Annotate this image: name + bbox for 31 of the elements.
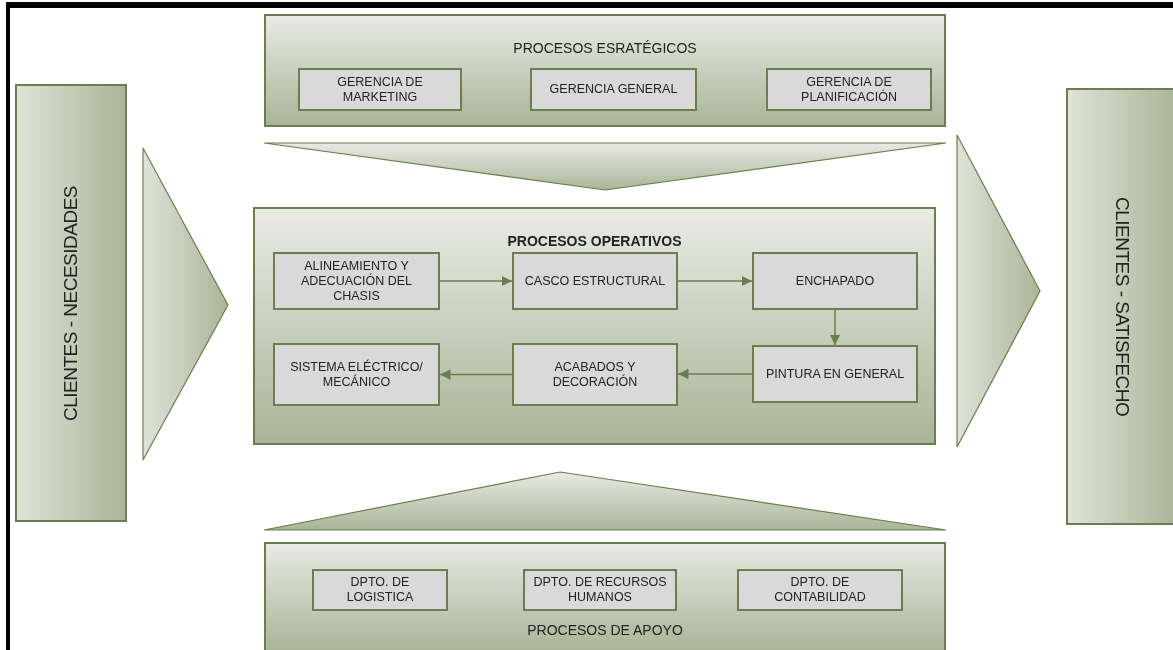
chevron-arrow [142, 147, 229, 461]
chevron-arrow [263, 142, 947, 191]
arrow [439, 369, 513, 380]
process-box: SISTEMA ELÉCTRICO/ MECÁNICO [273, 343, 440, 406]
arrow [829, 309, 841, 346]
process-group-panel [264, 14, 946, 127]
process-box: ENCHAPADO [752, 252, 918, 310]
process-box: GERENCIA DE MARKETING [298, 68, 462, 111]
group-title: PROCESOS ESRATÉGICOS [512, 40, 698, 56]
process-box: CASCO ESTRUCTURAL [512, 252, 678, 310]
process-box: GERENCIA DE PLANIFICACIÓN [766, 68, 932, 111]
process-box: ALINEAMIENTO Y ADECUACIÓN DEL CHASIS [273, 252, 440, 310]
client-panel [1066, 88, 1173, 525]
process-box: DPTO. DE LOGISTICA [312, 569, 448, 611]
process-box: GERENCIA GENERAL [530, 68, 697, 111]
arrow [677, 275, 753, 287]
chevron-arrow [263, 471, 947, 531]
chevron-arrow [956, 134, 1041, 448]
group-title: PROCESOS DE APOYO [526, 622, 684, 638]
client-panel [15, 84, 127, 522]
vertical-label: CLIENTES - SATISFECHO [1111, 196, 1133, 417]
process-box: DPTO. DE RECURSOS HUMANOS [523, 569, 677, 611]
process-box: ACABADOS Y DECORACIÓN [512, 343, 678, 406]
process-group-panel [264, 542, 946, 650]
vertical-label: CLIENTES - NECESIDADES [60, 185, 82, 421]
arrow [677, 368, 753, 380]
process-box: DPTO. DE CONTABILIDAD [737, 569, 903, 611]
arrow [439, 275, 513, 287]
process-box: PINTURA EN GENERAL [752, 345, 918, 403]
process-group-panel [253, 207, 936, 445]
group-title: PROCESOS OPERATIVOS [506, 233, 683, 249]
